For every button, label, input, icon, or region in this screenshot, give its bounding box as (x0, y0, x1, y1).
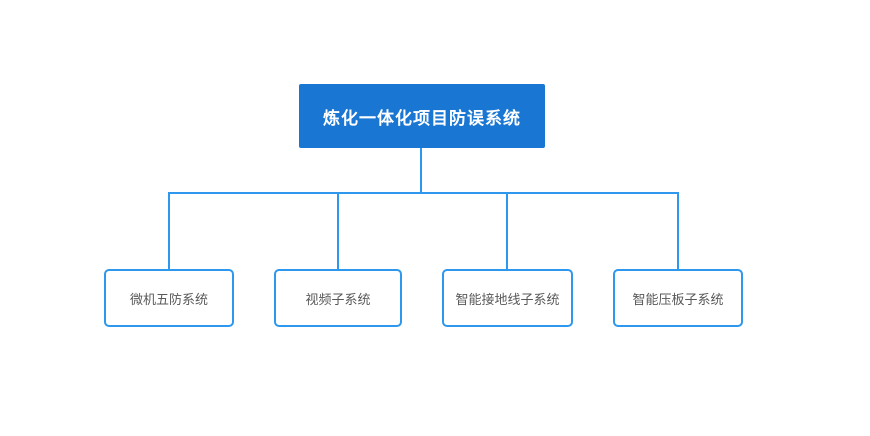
child-node-label: 微机五防系统 (129, 291, 208, 307)
root-node[interactable]: 炼化一体化项目防误系统 (299, 84, 545, 148)
child-node-pressplate[interactable]: 智能压板子系统 (613, 269, 743, 327)
root-node-label: 炼化一体化项目防误系统 (323, 108, 521, 128)
connector-horizontal-bus (168, 192, 679, 194)
connector-root-vertical (420, 148, 422, 193)
child-node-wujifang[interactable]: 微机五防系统 (104, 269, 234, 327)
child-node-label: 视频子系统 (305, 291, 371, 307)
child-node-video[interactable]: 视频子系统 (274, 269, 402, 327)
connector-drop-child-3 (506, 193, 508, 269)
child-node-label: 智能压板子系统 (632, 291, 724, 307)
connector-drop-child-2 (337, 193, 339, 269)
connector-drop-child-4 (677, 193, 679, 269)
child-node-grounding[interactable]: 智能接地线子系统 (442, 269, 573, 327)
child-node-label: 智能接地线子系统 (455, 291, 560, 307)
connector-drop-child-1 (168, 193, 170, 269)
